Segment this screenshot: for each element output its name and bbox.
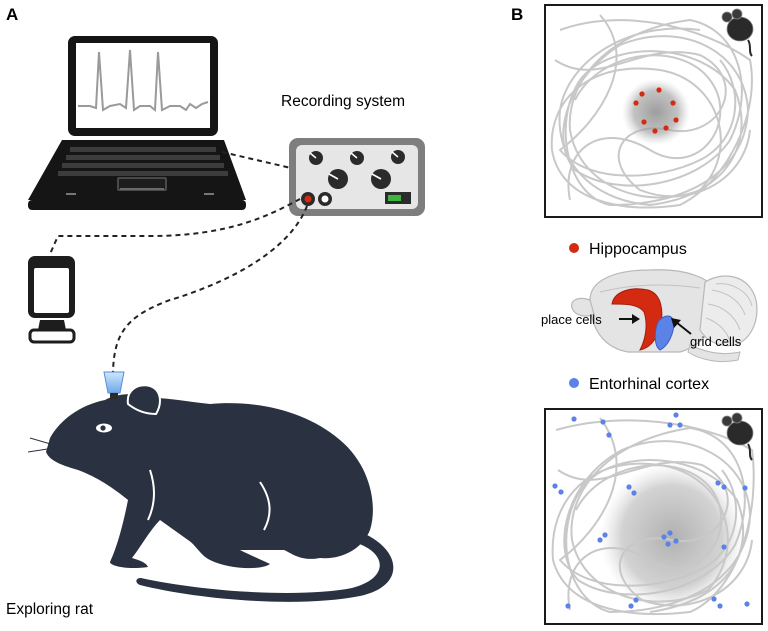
mouse-icon: [721, 412, 754, 461]
mouse-icon: [721, 8, 754, 57]
place-cell-spikes: [633, 87, 679, 134]
rat-silhouette: [27, 384, 394, 602]
recording-system-label: Recording system: [281, 93, 405, 110]
probe-cable: [112, 205, 308, 373]
grid-cell-spikes: [552, 412, 750, 609]
hippocampus-label: Hippocampus: [589, 241, 687, 258]
knob-icon: [350, 151, 364, 165]
knob-icon: [391, 150, 405, 164]
laptop-icon: [28, 36, 246, 210]
place-cells-label: place cells: [541, 312, 602, 327]
panel-b-letter: B: [511, 5, 523, 24]
knob-icon: [371, 169, 391, 189]
monitor-cable: [49, 198, 301, 255]
entorhinal-dot-icon: [569, 378, 579, 388]
grid-field: [600, 463, 744, 611]
knob-icon: [328, 169, 348, 189]
rat-brain-diagram: [571, 269, 758, 363]
arena-place-cells: [544, 4, 763, 218]
trajectory-top: [550, 14, 753, 209]
recording-device-icon: [289, 138, 425, 216]
knob-icon: [309, 151, 323, 165]
arena-grid-cells: [544, 408, 763, 625]
panel-a-letter: A: [6, 5, 18, 24]
grid-cells-label: grid cells: [690, 334, 742, 349]
electrode-probe-icon: [103, 371, 125, 399]
place-field: [622, 79, 690, 145]
legend-entorhinal: Entorhinal cortex: [569, 376, 709, 393]
exploring-rat-label: Exploring rat: [6, 601, 94, 618]
cables: [49, 151, 308, 373]
entorhinal-cortex-label: Entorhinal cortex: [589, 376, 709, 393]
legend-hippocampus: Hippocampus: [569, 241, 687, 258]
monitor-icon: [28, 256, 76, 344]
trajectory-bottom: [551, 417, 755, 615]
hippocampus-dot-icon: [569, 243, 579, 253]
